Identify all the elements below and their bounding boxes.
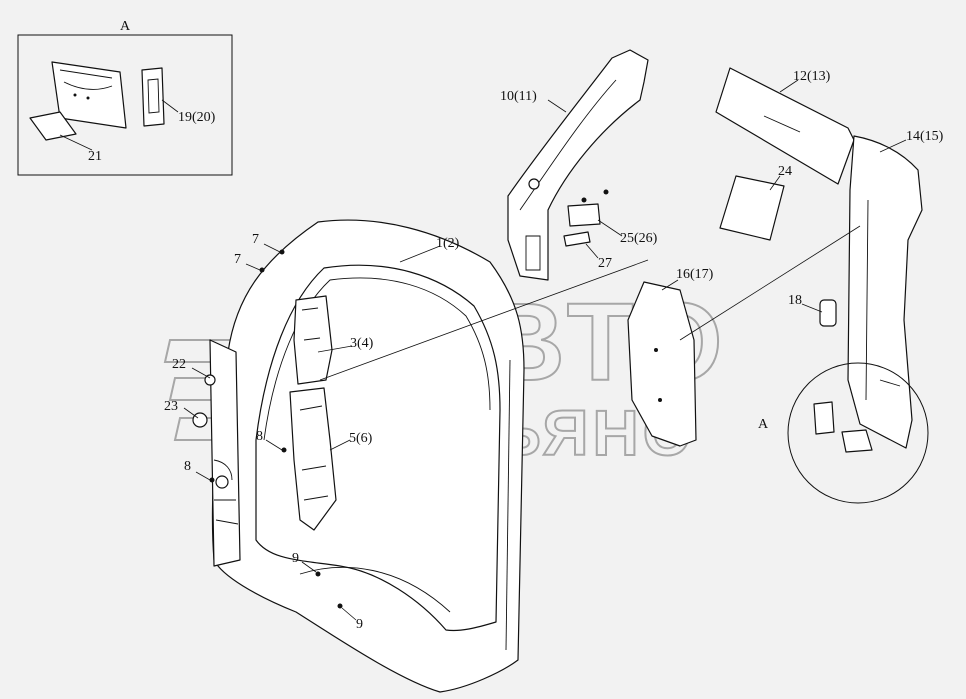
fastener-icon bbox=[279, 249, 285, 255]
roof-rail-12 bbox=[715, 67, 855, 185]
callout-12-13: 12(13) bbox=[793, 69, 831, 84]
callout-3-4: 3(4) bbox=[350, 336, 374, 351]
pillar-10-body bbox=[507, 49, 649, 281]
callout-24: 24 bbox=[778, 164, 792, 179]
callout-25-26: 25(26) bbox=[620, 231, 658, 246]
fastener-icon bbox=[337, 603, 343, 609]
callout-22: 22 bbox=[172, 357, 186, 372]
reinforcement-3 bbox=[293, 295, 333, 385]
detail-circle-letter: A bbox=[758, 417, 769, 432]
callouts: 1(2) 3(4) 5(6) 7 7 8 8 9 9 10(11) 12(13)… bbox=[164, 69, 944, 632]
part-22-icon bbox=[204, 374, 216, 386]
callout-10-11: 10(11) bbox=[500, 89, 537, 104]
detail-panel bbox=[51, 61, 127, 129]
callout-8-a: 8 bbox=[256, 429, 263, 444]
plate-24 bbox=[719, 175, 785, 241]
door-frame-assembly bbox=[192, 219, 525, 693]
callout-16-17: 16(17) bbox=[676, 267, 714, 282]
part-23-icon bbox=[192, 412, 208, 428]
detail-bracket-19 bbox=[141, 67, 165, 127]
hinge-parts bbox=[563, 189, 609, 247]
callout-8-b: 8 bbox=[184, 459, 191, 474]
rear-pillar-14 bbox=[847, 135, 923, 449]
callout-23: 23 bbox=[164, 399, 178, 414]
callout-7-a: 7 bbox=[252, 232, 259, 247]
left-pillar bbox=[209, 339, 241, 567]
part-10-pillar bbox=[507, 49, 649, 281]
callout-27: 27 bbox=[598, 256, 612, 271]
fastener-icon bbox=[315, 571, 321, 577]
callout-9-a: 9 bbox=[292, 551, 299, 566]
detail-circle-a: A bbox=[758, 362, 929, 504]
callout-7-b: 7 bbox=[234, 252, 241, 267]
panel-16 bbox=[627, 281, 697, 447]
detail-circle bbox=[787, 362, 929, 504]
callout-18: 18 bbox=[788, 293, 802, 308]
detail-frame bbox=[17, 34, 233, 176]
detail-view-a: A 19(20) 21 bbox=[17, 19, 233, 176]
plate-27 bbox=[563, 231, 591, 247]
fastener-icon bbox=[209, 477, 215, 483]
fastener-icon bbox=[259, 267, 265, 273]
reinforcement-5 bbox=[289, 387, 337, 531]
clip-18 bbox=[819, 299, 837, 327]
callout-19-20: 19(20) bbox=[178, 110, 216, 125]
fastener-icon bbox=[281, 447, 287, 453]
detail-view-letter: A bbox=[120, 19, 131, 34]
callout-1-2: 1(2) bbox=[436, 236, 460, 251]
detail-plate-21 bbox=[29, 111, 77, 141]
callout-9-b: 9 bbox=[356, 617, 363, 632]
callout-14-15: 14(15) bbox=[906, 129, 944, 144]
hinge-25 bbox=[567, 203, 601, 227]
callout-21: 21 bbox=[88, 149, 102, 164]
callout-5-6: 5(6) bbox=[349, 431, 373, 446]
